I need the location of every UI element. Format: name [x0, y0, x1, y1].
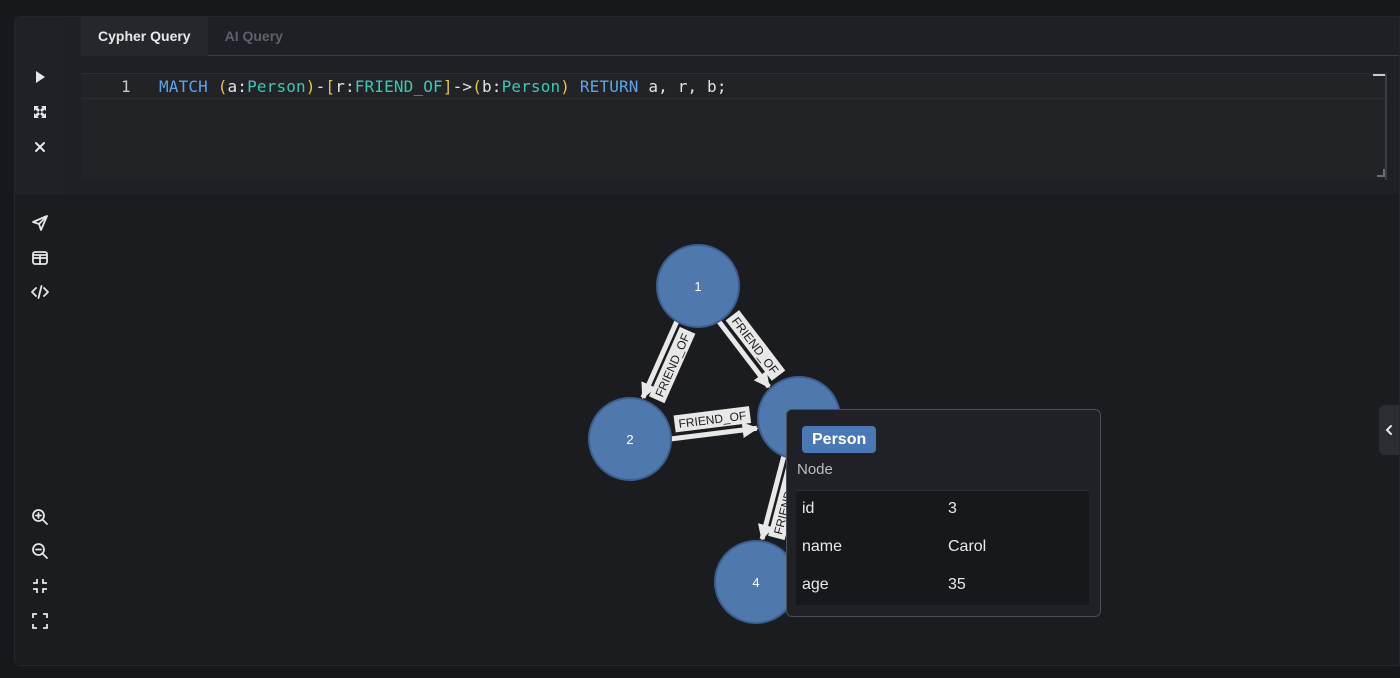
edge-line[interactable]	[716, 320, 771, 389]
edge-line[interactable]	[757, 455, 787, 541]
edge-line[interactable]	[640, 320, 680, 400]
code-view-icon[interactable]	[27, 279, 53, 305]
code-token: ]	[442, 77, 453, 96]
property-key: age	[802, 576, 829, 593]
code-token: (	[472, 77, 482, 96]
expand-icon[interactable]	[27, 99, 53, 125]
code-token: a:	[227, 77, 248, 96]
node-label: 2	[626, 432, 633, 447]
code-token	[570, 77, 580, 96]
edge-label-bg	[648, 326, 696, 404]
property-value: 35	[948, 576, 966, 593]
code-token: r:	[335, 77, 355, 96]
query-panel: Cypher Query AI Query 1 MATCH (a:Person)…	[67, 17, 1399, 195]
graph-node[interactable]	[588, 397, 672, 481]
property-key: id	[802, 500, 815, 517]
fit-icon[interactable]	[27, 573, 53, 599]
code-token: FRIEND_OF	[354, 77, 443, 96]
editor-resize-handle[interactable]	[1377, 169, 1385, 177]
query-app: Cypher Query AI Query 1 MATCH (a:Person)…	[14, 16, 1400, 666]
tab-ai-query[interactable]: AI Query	[224, 28, 283, 44]
node-label: 4	[752, 575, 759, 590]
query-toolbar	[15, 17, 65, 195]
graph-view-icon[interactable]	[27, 210, 53, 236]
code-token: [	[325, 77, 336, 96]
code-token: ->	[452, 77, 473, 96]
query-code[interactable]: MATCH (a:Person)-[r:FRIEND_OF]->(b:Perso…	[159, 77, 727, 96]
node-tooltip: Person Node id 3 name Carol age 35	[786, 409, 1101, 617]
zoom-out-icon[interactable]	[27, 538, 53, 564]
node-label-badge[interactable]: Person	[802, 426, 877, 453]
edge-label-bg	[673, 406, 752, 433]
fullscreen-icon[interactable]	[27, 608, 53, 634]
zoom-in-icon[interactable]	[27, 504, 53, 530]
editor-line[interactable]: 1 MATCH (a:Person)-[r:FRIEND_OF]->(b:Per…	[81, 74, 1387, 99]
result-toolbar	[15, 195, 65, 665]
property-key: name	[802, 538, 843, 555]
code-token	[208, 77, 218, 96]
editor-scroll-thumb[interactable]	[1373, 74, 1385, 76]
table-view-icon[interactable]	[27, 245, 53, 271]
code-token: )	[305, 77, 316, 96]
tab-cypher-query[interactable]: Cypher Query	[81, 17, 208, 56]
close-icon[interactable]	[27, 134, 53, 160]
code-token: Person	[501, 77, 561, 96]
graph-node[interactable]	[656, 244, 740, 328]
code-token: RETURN	[579, 77, 639, 96]
code-token: (	[217, 77, 228, 96]
code-token: a, r, b;	[638, 77, 727, 96]
property-row: id 3	[796, 491, 1089, 529]
property-row: age 35	[796, 567, 1089, 605]
node-label: 1	[694, 279, 701, 294]
properties-table: id 3 name Carol age 35	[796, 490, 1089, 605]
play-icon[interactable]	[27, 64, 53, 90]
query-editor[interactable]: 1 MATCH (a:Person)-[r:FRIEND_OF]->(b:Per…	[81, 73, 1387, 180]
property-value: 3	[948, 500, 957, 517]
query-tabs: Cypher Query AI Query	[81, 17, 1399, 56]
code-token: )	[560, 77, 571, 96]
editor-scrollbar[interactable]	[1385, 74, 1387, 180]
code-token: MATCH	[159, 77, 208, 96]
tooltip-kind: Node	[797, 461, 833, 478]
code-token: Person	[247, 77, 306, 96]
edge-label-group: FRIEND_OF	[673, 406, 752, 433]
code-token: b:	[481, 77, 502, 96]
edge-label-bg	[725, 310, 786, 381]
edge-line[interactable]	[670, 422, 759, 442]
line-number: 1	[121, 77, 131, 96]
property-value: Carol	[948, 538, 987, 555]
code-token: -	[315, 77, 326, 96]
chevron-left-icon[interactable]	[1379, 405, 1399, 455]
property-row: name Carol	[796, 529, 1089, 567]
